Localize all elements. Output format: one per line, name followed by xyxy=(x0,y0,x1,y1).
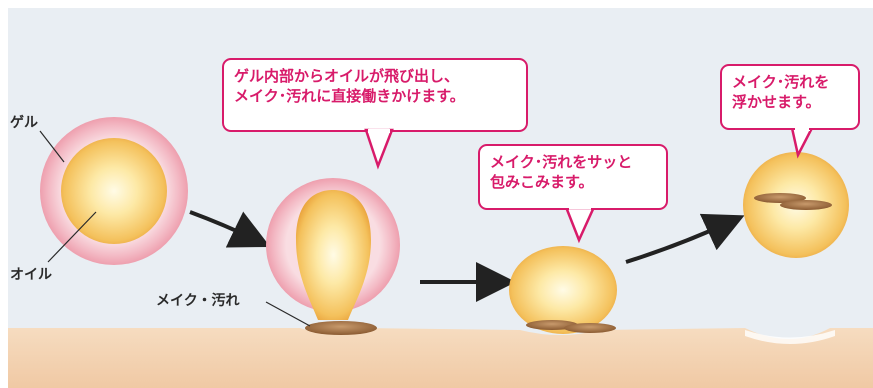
step1-capsule xyxy=(40,117,188,265)
step2-capsule xyxy=(266,178,400,335)
callout-step4: メイク･汚れを 浮かせます。 xyxy=(720,64,860,130)
callout-step2-line1: ゲル内部からオイルが飛び出し、 xyxy=(234,67,460,85)
dirt-patch-4a xyxy=(754,193,806,203)
callout-step3-line2: 包みこみます。 xyxy=(490,173,594,192)
callout-step2-line2: メイク･汚れに直接働きかけます。 xyxy=(234,87,465,106)
callout-step4-line1: メイク･汚れを xyxy=(732,73,830,91)
dirt-patch-3b xyxy=(564,323,616,333)
dirt-patch-4b xyxy=(780,200,832,210)
skin-layer xyxy=(8,328,873,388)
step4-sphere xyxy=(743,152,849,258)
label-oil: オイル xyxy=(10,267,52,283)
arrow-3 xyxy=(625,213,745,264)
arrow-1 xyxy=(189,210,271,248)
callout-step3-line1: メイク･汚れをサッと xyxy=(490,153,633,171)
label-gel: ゲル xyxy=(10,115,38,131)
oil-leader-line xyxy=(47,211,97,263)
makeup-leader-line xyxy=(265,301,311,327)
oil-droplet xyxy=(296,190,371,320)
step3-blob xyxy=(509,246,617,334)
oil-blob-3 xyxy=(509,246,617,334)
gel-leader-line xyxy=(39,130,65,163)
label-makeup-dirt: メイク・汚れ xyxy=(156,293,240,309)
oil-core xyxy=(61,138,167,244)
callout-step4-line2: 浮かせます。 xyxy=(732,93,821,112)
skin-highlight xyxy=(745,330,835,344)
dirt-patch-2 xyxy=(305,321,377,335)
callout-step3: メイク･汚れをサッと 包みこみます。 xyxy=(478,144,668,210)
callout-step2: ゲル内部からオイルが飛び出し、 メイク･汚れに直接働きかけます。 xyxy=(222,58,528,132)
